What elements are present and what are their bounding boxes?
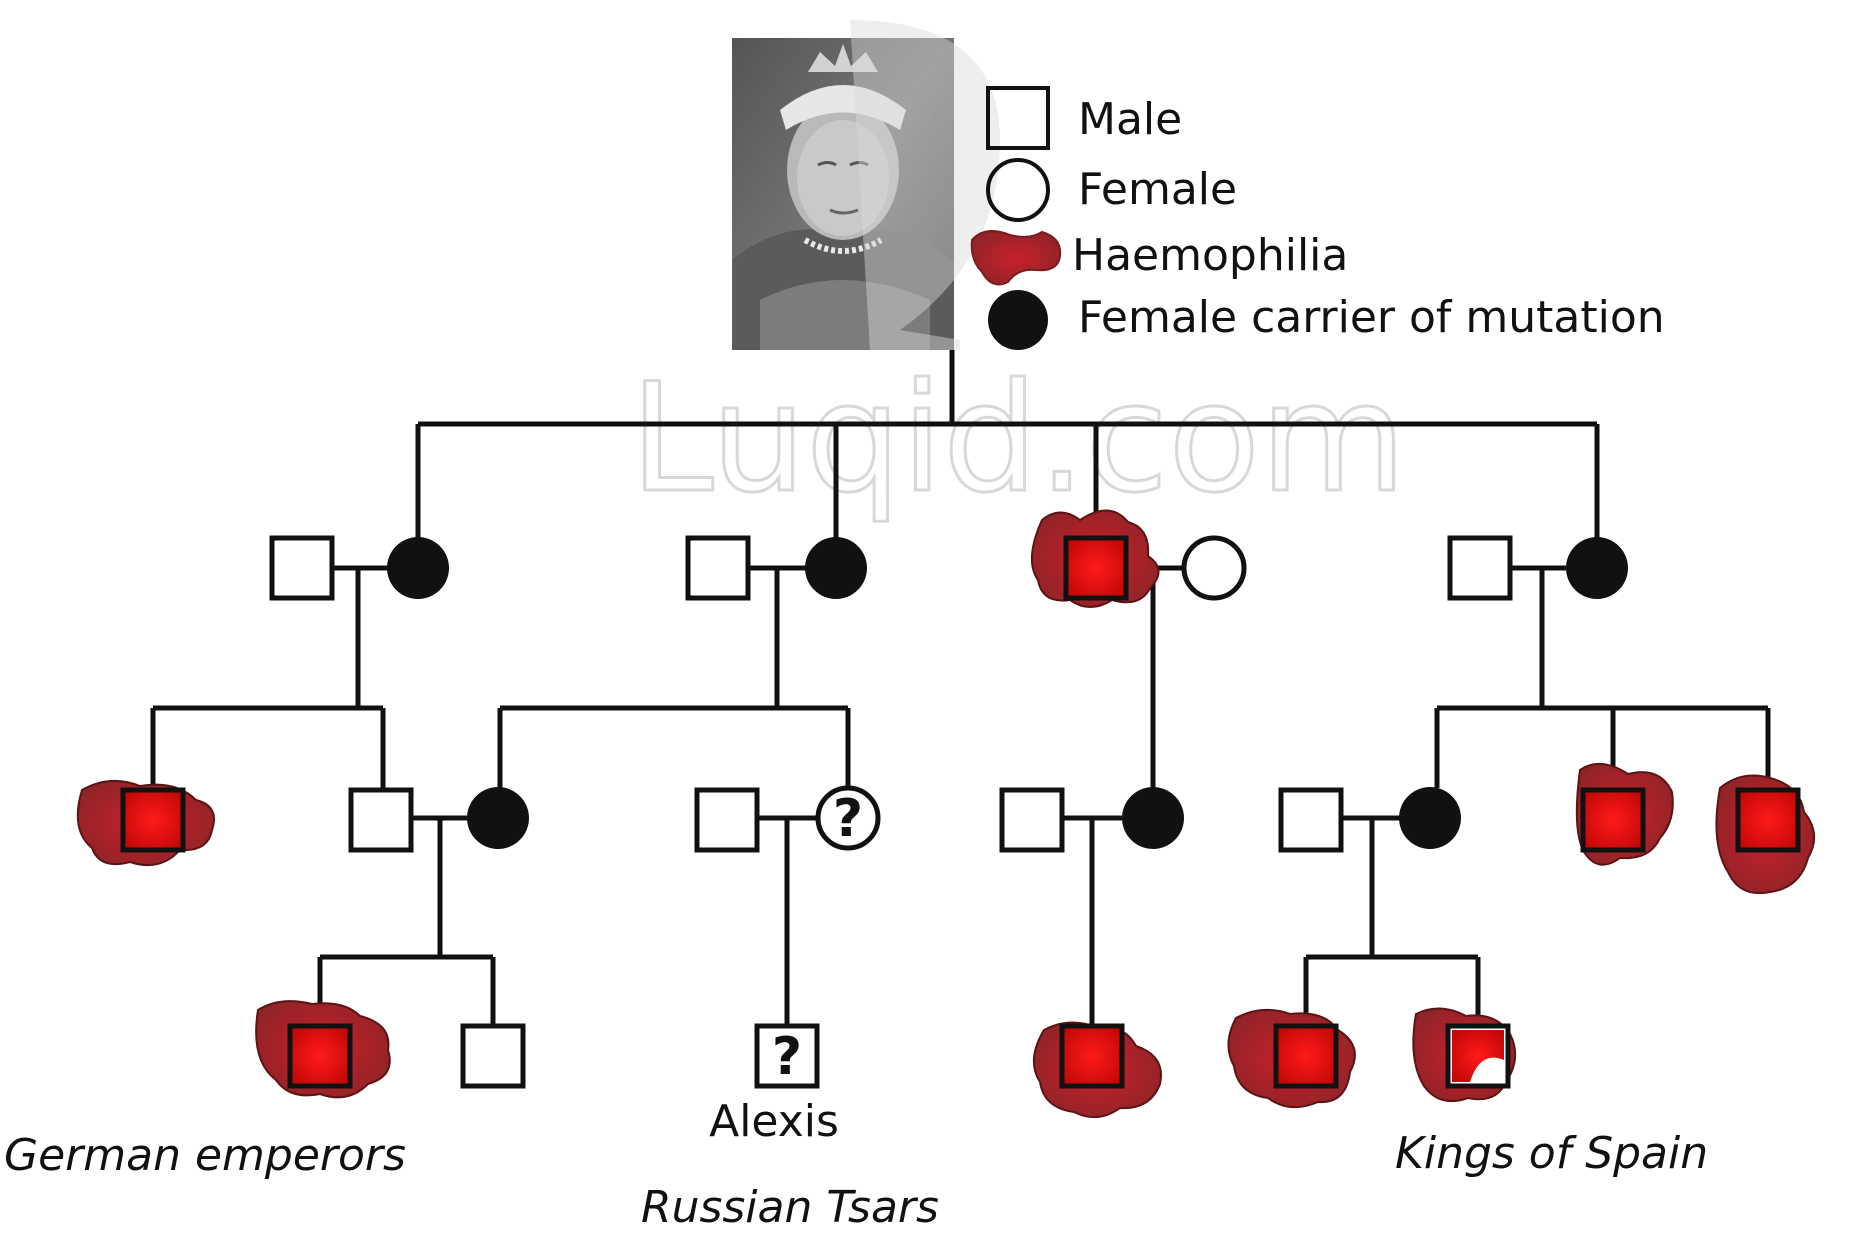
unknown-female-symbol [815, 785, 881, 851]
legend-carrier-icon [988, 290, 1048, 350]
unknown-male-mark: ? [772, 1027, 802, 1087]
male-symbol [460, 1023, 526, 1089]
legend-haemophilia-label: Haemophilia [1072, 230, 1348, 281]
male-symbol [685, 535, 751, 601]
founder-portrait [732, 38, 954, 350]
male-symbol [694, 787, 760, 853]
generation-4: ? [287, 1023, 1511, 1089]
generation-3: ? [120, 785, 1801, 853]
legend-male-label: Male [1078, 94, 1182, 145]
legend: Male Female Haemophilia Female carrier o… [970, 86, 1665, 350]
carrier-female-symbol [805, 537, 867, 599]
carrier-female-symbol [387, 537, 449, 599]
carrier-female-symbol [467, 787, 529, 849]
pedigree-lines [150, 350, 1771, 1026]
unknown-female-mark: ? [833, 789, 863, 849]
generation-2 [269, 535, 1628, 601]
haemophilia-male-symbol [1059, 1023, 1125, 1089]
male-symbol [1278, 787, 1344, 853]
male-symbol [269, 535, 335, 601]
female-symbol [1181, 535, 1247, 601]
carrier-female-symbol [1399, 787, 1461, 849]
haemophilia-male-symbol [1580, 787, 1646, 853]
caption-german-emperors: German emperors [4, 1130, 406, 1181]
carrier-female-symbol [1566, 537, 1628, 599]
haemophilia-fill-partial [1452, 1030, 1504, 1082]
male-symbol [348, 787, 414, 853]
haemophilia-male-symbol [287, 1023, 353, 1089]
legend-female-icon [986, 158, 1050, 222]
watermark: Luqid.com [629, 20, 1408, 528]
haemophilia-male-symbol [120, 787, 186, 853]
haemophilia-male-symbol [1273, 1023, 1339, 1089]
caption-russian-tsars: Russian Tsars [641, 1182, 939, 1233]
legend-male-icon [986, 86, 1050, 150]
male-symbol [999, 787, 1065, 853]
male-symbol [1447, 535, 1513, 601]
carrier-female-symbol [1122, 787, 1184, 849]
watermark-text: Luqid.com [630, 352, 1406, 526]
haemophilia-male-symbol [1063, 535, 1129, 601]
haemophilia-male-symbol [1735, 787, 1801, 853]
legend-female-label: Female [1078, 164, 1237, 215]
alexis-name: Alexis [709, 1096, 839, 1147]
legend-haemophilia-icon [970, 230, 1062, 286]
legend-carrier-label: Female carrier of mutation [1078, 292, 1665, 343]
unknown-male-symbol [754, 1023, 820, 1089]
caption-kings-of-spain: Kings of Spain [1395, 1128, 1708, 1179]
